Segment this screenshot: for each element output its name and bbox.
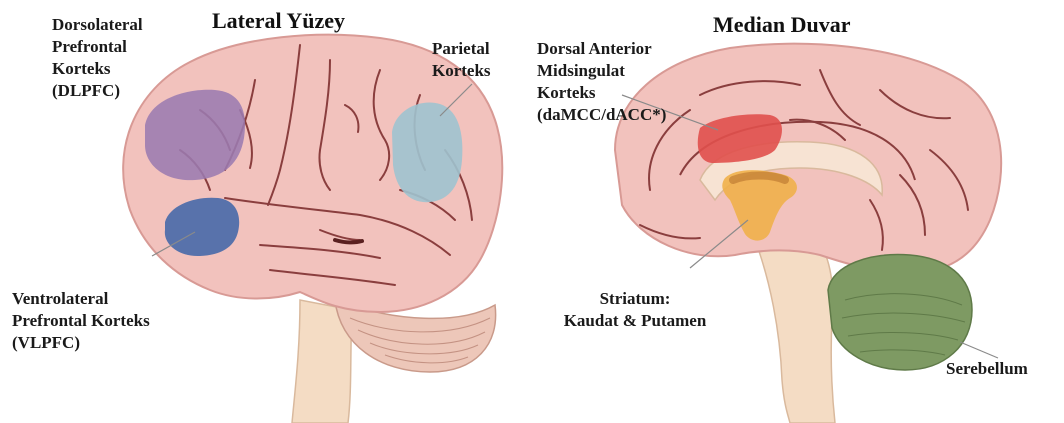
vlpfc-label-line: Ventrolateral [12,288,150,310]
serebellum-region [828,255,972,370]
striatum-label-line: Striatum: [537,288,733,310]
vlpfc-label-line: (VLPFC) [12,332,150,354]
vlpfc-label: Ventrolateral Prefrontal Korteks (VLPFC) [12,288,150,354]
serebellum-label-line: Serebellum [946,358,1028,380]
lateral-surface-title: Lateral Yüzey [212,8,345,34]
medial-brainstem [755,235,835,423]
lateral-brain [123,35,502,423]
damcc-label: Dorsal Anterior Midsingulat Korteks (daM… [537,38,666,126]
dlpfc-label-line: (DLPFC) [52,80,143,102]
parietal-region [392,102,462,202]
dlpfc-label-line: Prefrontal [52,36,143,58]
parietal-label-line: Korteks [432,60,491,82]
dlpfc-label: Dorsolateral Prefrontal Korteks (DLPFC) [52,14,143,102]
medial-brain [615,44,1001,423]
striatum-label-line: Kaudat & Putamen [537,310,733,332]
medial-wall-title: Median Duvar [713,12,851,38]
striatum-label: Striatum: Kaudat & Putamen [537,288,733,332]
dlpfc-label-line: Korteks [52,58,143,80]
damcc-label-line: Midsingulat [537,60,666,82]
parietal-label-line: Parietal [432,38,491,60]
vlpfc-label-line: Prefrontal Korteks [12,310,150,332]
serebellum-label: Serebellum [946,358,1028,380]
damcc-label-line: Dorsal Anterior [537,38,666,60]
damcc-label-line: (daMCC/dACC*) [537,104,666,126]
dlpfc-label-line: Dorsolateral [52,14,143,36]
damcc-label-line: Korteks [537,82,666,104]
parietal-label: Parietal Korteks [432,38,491,82]
